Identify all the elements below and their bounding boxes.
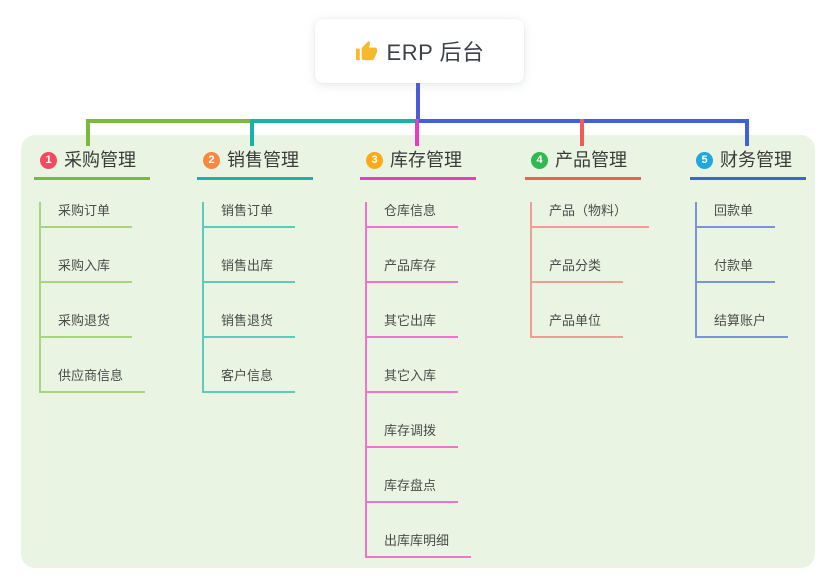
mindmap-node[interactable]: 供应商信息 [41,367,146,393]
badge-number: 2 [203,151,220,169]
branch-purchase: 1 采购管理 采购订单 采购入库 采购退货 供应商信息 [34,146,150,393]
mindmap-node[interactable]: 出库库明细 [367,532,472,558]
branch-product: 4 产品管理 产品（物料） 产品分类 产品单位 [525,146,650,338]
branch-children: 产品（物料） 产品分类 产品单位 [530,202,650,338]
branch-children: 仓库信息 产品库存 其它出库 其它入库 库存调拨 库存盘点 出库库明细 [365,202,476,558]
mindmap-node[interactable]: 客户信息 [204,367,296,393]
connector-drop-3 [415,119,419,146]
branch-label: 销售管理 [227,150,299,170]
branch-finance: 5 财务管理 回款单 付款单 结算账户 [690,146,806,338]
badge-number: 4 [531,151,548,169]
mindmap-node[interactable]: 付款单 [697,257,776,283]
branches-panel [21,135,815,568]
mindmap-node[interactable]: 采购订单 [41,202,133,228]
mindmap-node[interactable]: 产品库存 [367,257,459,283]
root-node[interactable]: ERP 后台 [315,19,524,83]
connector-drop-2 [250,119,254,146]
badge-number: 1 [40,151,57,169]
branch-label: 产品管理 [555,150,627,170]
mindmap-node[interactable]: 仓库信息 [367,202,459,228]
branch-inventory: 3 库存管理 仓库信息 产品库存 其它出库 其它入库 库存调拨 库存盘点 出库库… [360,146,476,558]
branch-children: 采购订单 采购入库 采购退货 供应商信息 [39,202,150,393]
mindmap-node[interactable]: 产品分类 [532,257,624,283]
mindmap-node[interactable]: 产品（物料） [532,202,650,228]
root-node-label: ERP 后台 [386,40,485,65]
mindmap-node[interactable]: 回款单 [697,202,776,228]
mindmap-node[interactable]: 库存盘点 [367,477,459,503]
badge-number: 3 [366,151,383,169]
connector-drop-4 [580,119,584,146]
connector-bus-segment-1 [86,119,250,123]
mindmap-node[interactable]: 库存调拨 [367,422,459,448]
mindmap-node[interactable]: 其它出库 [367,312,459,338]
branch-title-inventory[interactable]: 3 库存管理 [360,146,476,180]
branch-title-finance[interactable]: 5 财务管理 [690,146,806,180]
branch-label: 库存管理 [390,150,462,170]
branch-label: 采购管理 [64,150,136,170]
mindmap-node[interactable]: 产品单位 [532,312,624,338]
thumbs-up-icon [355,40,377,60]
root-connector-line [416,83,420,121]
mindmap-node[interactable]: 销售退货 [204,312,296,338]
mindmap-node[interactable]: 采购入库 [41,257,133,283]
mindmap-node[interactable]: 其它入库 [367,367,459,393]
connector-drop-1 [86,119,90,146]
branch-title-purchase[interactable]: 1 采购管理 [34,146,150,180]
connector-bus-segment-2 [250,119,418,123]
branch-children: 销售订单 销售出库 销售退货 客户信息 [202,202,313,393]
connector-drop-5 [745,119,749,146]
mindmap-node[interactable]: 采购退货 [41,312,133,338]
branch-sales: 2 销售管理 销售订单 销售出库 销售退货 客户信息 [197,146,313,393]
mindmap-node[interactable]: 销售订单 [204,202,296,228]
badge-number: 5 [696,151,713,169]
branch-children: 回款单 付款单 结算账户 [695,202,806,338]
mindmap-node[interactable]: 结算账户 [697,312,789,338]
branch-label: 财务管理 [720,150,792,170]
mindmap-node[interactable]: 销售出库 [204,257,296,283]
branch-title-sales[interactable]: 2 销售管理 [197,146,313,180]
branch-title-product[interactable]: 4 产品管理 [525,146,641,180]
